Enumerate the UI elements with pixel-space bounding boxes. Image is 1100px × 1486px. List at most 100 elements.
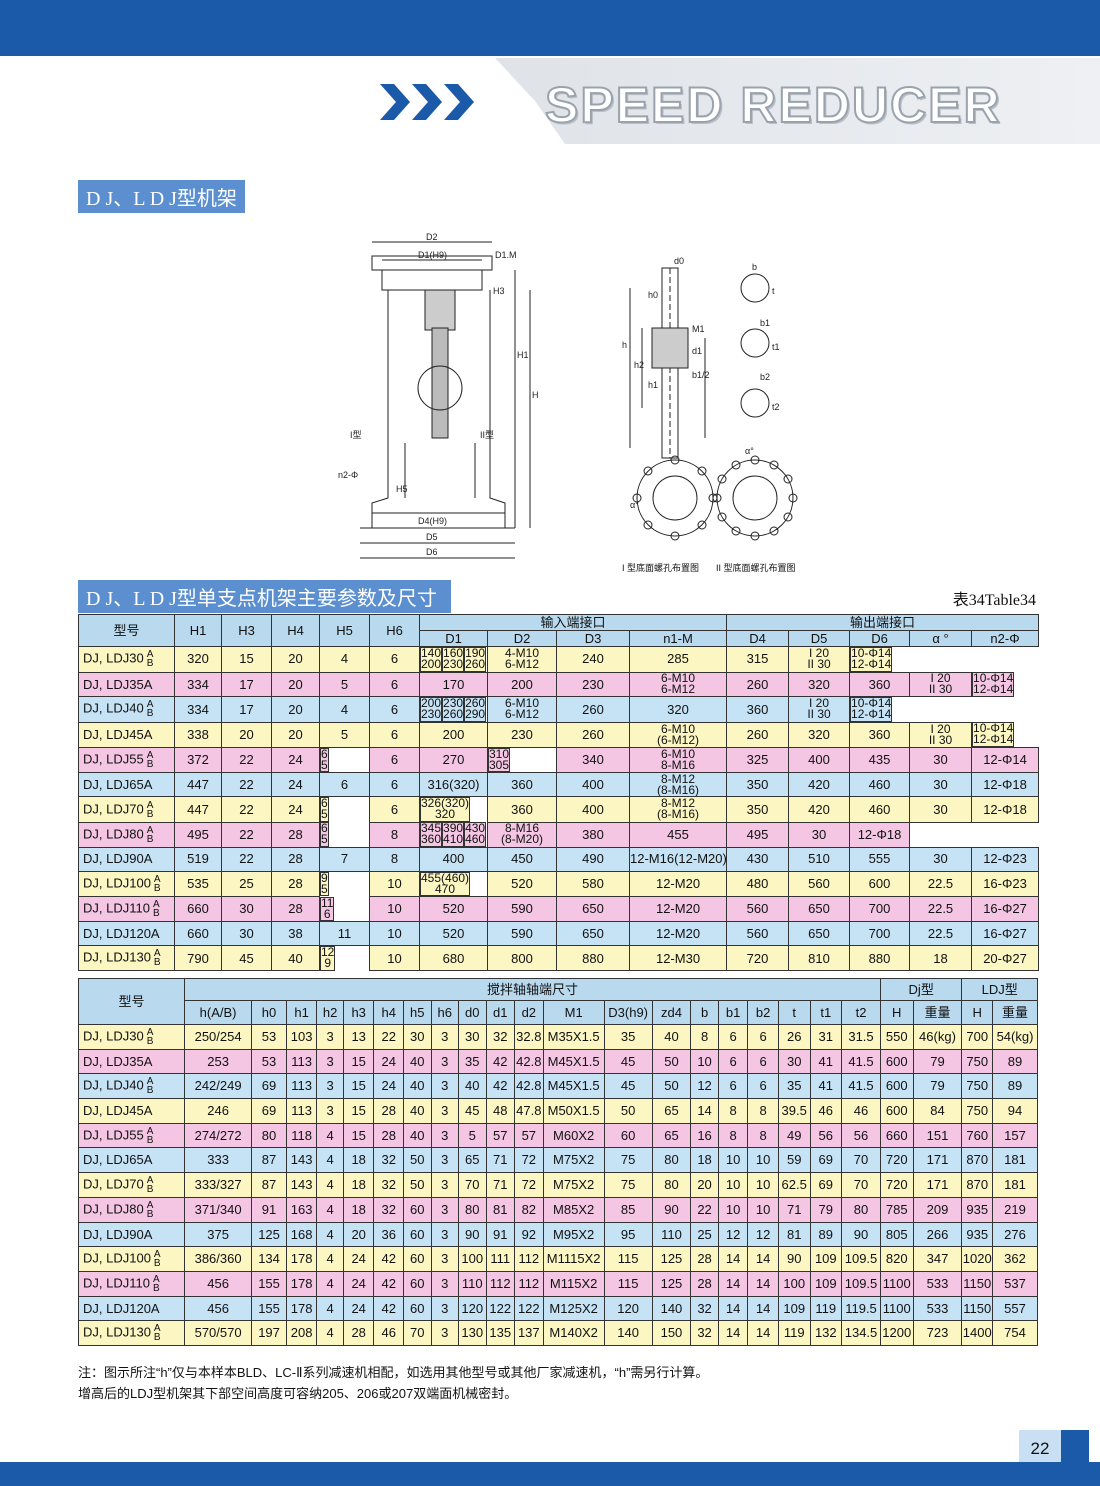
table-cell: 171 — [912, 1147, 963, 1174]
table-cell: 171 — [912, 1172, 963, 1198]
table-cell: 24 — [342, 1270, 375, 1297]
table-cell: 8 — [717, 1122, 749, 1149]
label-h1: H1 — [517, 350, 529, 360]
table-cell: 1150 — [961, 1270, 993, 1297]
table-cell: 35 — [458, 1048, 487, 1075]
table-cell: 660 — [174, 921, 222, 947]
table-cell: 4 — [316, 1295, 344, 1322]
table-cell: 28 — [271, 896, 320, 923]
table-cell: 7 — [319, 846, 370, 872]
table-cell: 82 — [514, 1196, 544, 1223]
table-cell: 760 — [961, 1122, 993, 1149]
table-cell: 253 — [183, 1048, 253, 1075]
table-cell: 480 — [726, 870, 790, 898]
model-name: DJ, LDJ45A — [83, 1103, 153, 1119]
footnote-2: 增高后的LDJ型机架其下部空间高度可容纳205、206或207双端面机械密封。 — [78, 1386, 518, 1401]
table-cell: 15 — [342, 1122, 375, 1149]
model-name: DJ, LDJ70 — [83, 1176, 144, 1192]
table-cell: 6 — [369, 671, 420, 698]
table-cell: M75X2 — [542, 1172, 605, 1198]
table-cell: 49 — [777, 1122, 811, 1149]
table-cell: 10 — [717, 1196, 749, 1223]
t2-header-col: h0 — [251, 1000, 287, 1025]
page-number: 22 — [1019, 1430, 1061, 1468]
table-cell: 90 — [841, 1221, 881, 1248]
table-cell: 371/340 — [183, 1196, 253, 1223]
table-cell: 22 — [221, 772, 272, 798]
table-cell: 1150 — [961, 1295, 993, 1322]
table-cell: 8 — [690, 1024, 719, 1050]
table-cell: 1100 — [879, 1295, 914, 1322]
table-cell: 3 — [430, 1295, 460, 1322]
table-cell: 80 — [651, 1147, 692, 1174]
table-cell: 14 — [690, 1098, 719, 1124]
table-cell: 400 — [556, 772, 630, 798]
model-name: DJ, LDJ130 — [83, 949, 151, 965]
table-cell: 350 — [726, 796, 790, 823]
table-cell: 4 — [316, 1320, 344, 1346]
table-cell: 62.5 — [777, 1172, 811, 1198]
table-cell: 69 — [809, 1147, 843, 1174]
t1-header-output-group: 输出端接口 — [726, 614, 1040, 631]
table-cell: 69 — [251, 1098, 287, 1124]
table-cell: 137 — [514, 1320, 544, 1346]
table-cell: 870 — [961, 1172, 993, 1198]
table-cell: 100 — [458, 1246, 487, 1272]
t2-header-col: d1 — [485, 1000, 516, 1025]
table-cell: 71 — [485, 1172, 516, 1198]
table-cell: 20 — [690, 1172, 719, 1198]
label-type1: I型 — [350, 430, 362, 440]
table-cell: 3 — [430, 1320, 460, 1346]
table-cell: 41.5 — [841, 1048, 881, 1075]
table-cell: 700 — [961, 1024, 993, 1050]
table-cell: 30 — [777, 1048, 811, 1075]
table-cell: 31 — [809, 1024, 843, 1050]
table-cell: 65 — [651, 1122, 692, 1149]
table-cell: 420 — [788, 772, 851, 798]
label-d1: D1(H9) — [418, 250, 447, 260]
table-cell: 435 — [849, 746, 911, 774]
table-cell: 6 — [717, 1073, 749, 1100]
table-cell: 90 — [651, 1196, 692, 1223]
t1-header-d3: D3 — [556, 630, 630, 647]
table-cell: 12-Φ23 — [971, 846, 1040, 872]
table-cell: 24 — [342, 1246, 375, 1272]
table-cell: 18 — [342, 1147, 375, 1174]
t1-header-h1: H1 — [174, 614, 222, 647]
table-cell: 30 — [909, 796, 973, 823]
table-cell: 30 — [909, 746, 973, 774]
table-cell: 120 — [603, 1295, 653, 1322]
t2-header-col: b1 — [717, 1000, 749, 1025]
t1-header-d4: D4 — [726, 630, 790, 647]
label-h1-shaft: h1 — [648, 380, 658, 390]
table-cell: 50 — [403, 1147, 432, 1174]
table-cell: 325 — [726, 746, 790, 774]
model-cell: DJ, LDJ90A — [78, 846, 175, 872]
table-cell: 560 — [726, 896, 790, 923]
label-d1m: D1.M — [495, 250, 517, 260]
t2-header-col: d0 — [458, 1000, 487, 1025]
t2-header-col: 重量 — [912, 1000, 963, 1025]
table-cell: M50X1.5 — [542, 1098, 605, 1124]
table-cell: 4 — [316, 1172, 344, 1198]
